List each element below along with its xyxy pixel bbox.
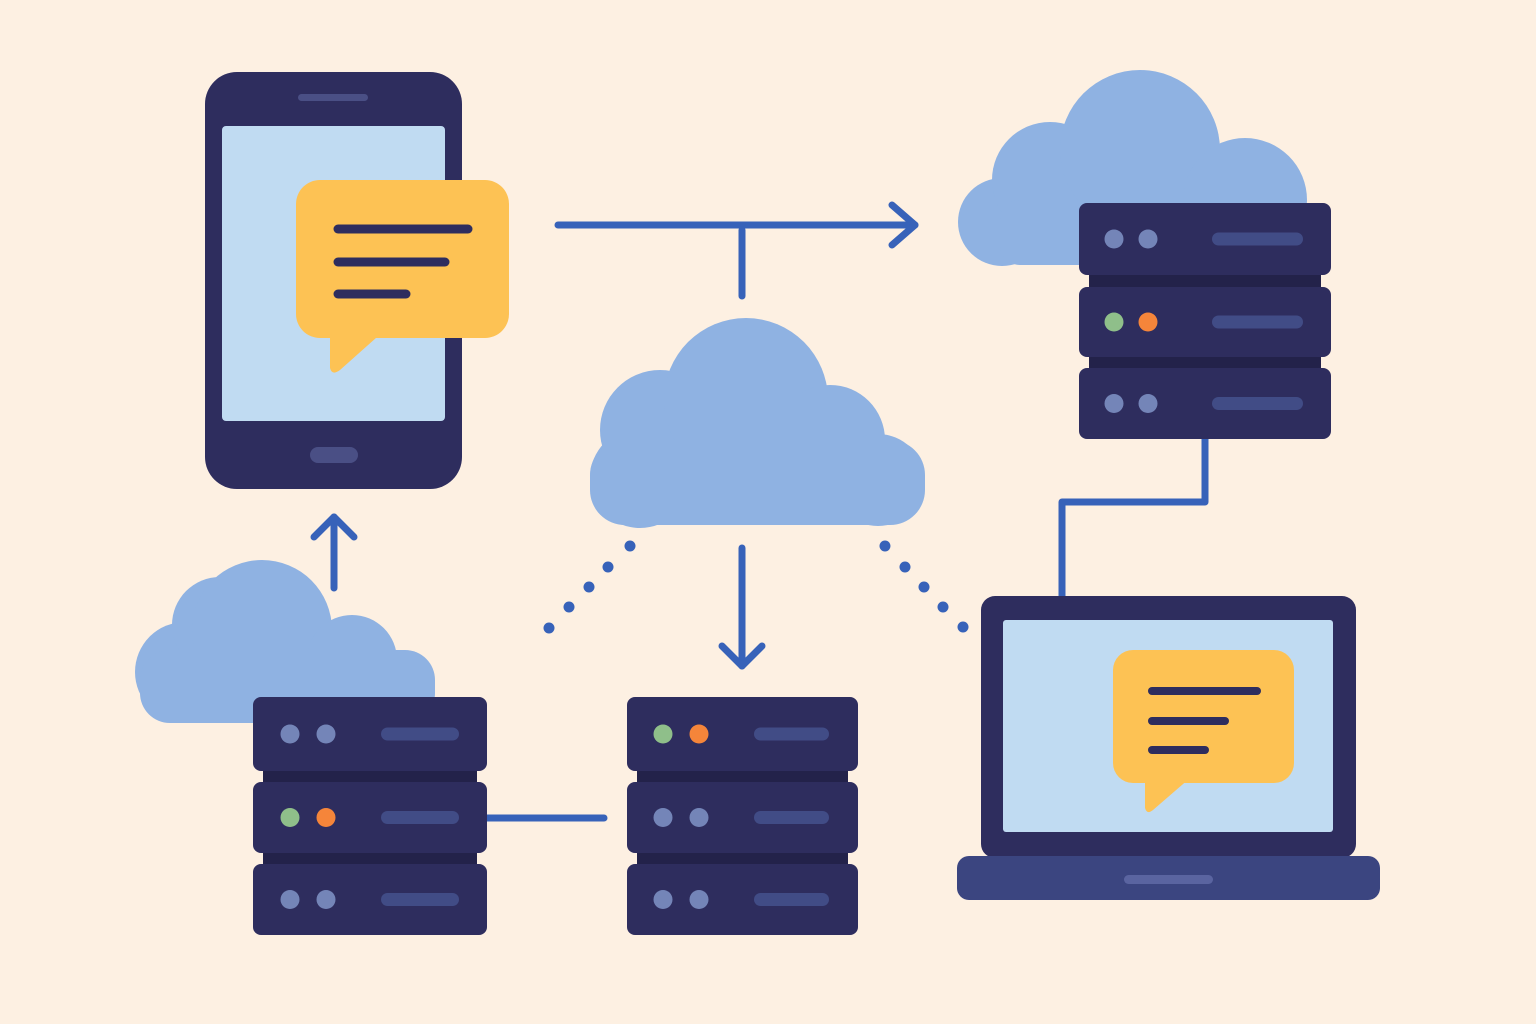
server-unit <box>253 864 487 935</box>
status-led-icon <box>280 890 300 909</box>
phone-speaker <box>298 94 368 101</box>
server-unit <box>253 697 487 771</box>
status-led-icon <box>316 890 336 909</box>
connectors <box>310 201 1209 822</box>
drive-bay-bar <box>381 893 459 906</box>
server-unit <box>1079 203 1331 275</box>
server-unit <box>627 697 858 771</box>
drive-bay-bar <box>1212 397 1303 410</box>
drive-bay-bar <box>381 811 459 824</box>
server-unit <box>627 864 858 935</box>
arrowhead-up-icon <box>310 513 358 541</box>
status-led-icon <box>280 724 300 744</box>
status-led-icon <box>1104 229 1124 249</box>
drive-bay-bar <box>1212 232 1303 246</box>
server-stack-bottom-left <box>253 697 487 935</box>
status-led-icon <box>1104 312 1124 332</box>
arrowhead-right-icon <box>888 201 919 249</box>
drive-bay-bar <box>381 727 459 741</box>
server-stack-bottom-center <box>627 697 858 935</box>
status-led-icon <box>689 808 709 827</box>
server-unit <box>1079 287 1331 357</box>
status-led-icon <box>653 808 673 827</box>
server-stack-top-right <box>1079 203 1331 439</box>
status-led-icon <box>1104 394 1124 413</box>
drive-bay-bar <box>754 811 829 824</box>
status-led-icon <box>280 808 300 827</box>
status-led-icon <box>316 724 336 744</box>
status-led-icon <box>1138 312 1158 332</box>
server-unit <box>1079 368 1331 439</box>
server-unit <box>627 782 858 853</box>
laptop-notch <box>1124 875 1213 884</box>
server-to-laptop-line <box>1058 435 1209 601</box>
laptop-chat-bubble-icon <box>1113 650 1294 813</box>
status-led-icon <box>1138 229 1158 249</box>
chat-bubble-icon <box>296 180 509 373</box>
drive-bay-bar <box>1212 315 1303 329</box>
status-led-icon <box>653 724 673 744</box>
cloud-bottom-left <box>135 560 435 725</box>
arrowhead-down-icon <box>718 642 766 670</box>
server-unit <box>253 782 487 853</box>
dotted-links <box>543 540 969 634</box>
status-led-icon <box>653 890 673 909</box>
drive-bay-bar <box>754 727 829 741</box>
status-led-icon <box>1138 394 1158 413</box>
status-led-icon <box>316 808 336 827</box>
cloud-center <box>590 318 925 528</box>
status-led-icon <box>689 724 709 744</box>
drive-bay-bar <box>754 893 829 906</box>
status-led-icon <box>689 890 709 909</box>
phone-home-button <box>310 447 358 463</box>
